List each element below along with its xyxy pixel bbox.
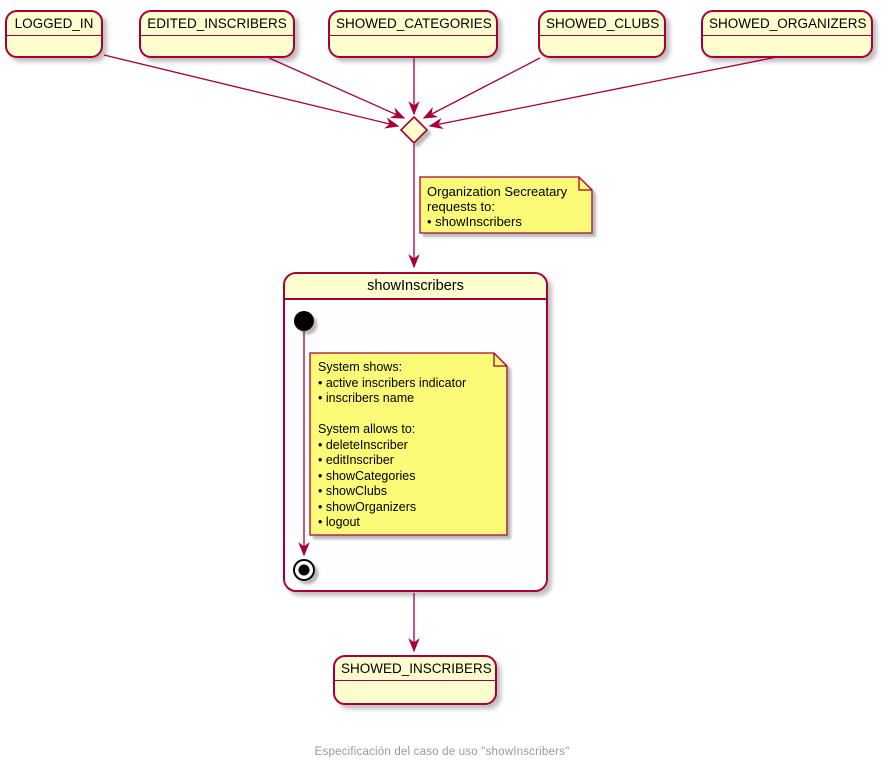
state-showed-organizers: SHOWED_ORGANIZERS: [701, 10, 873, 58]
state-body: [330, 36, 496, 56]
state-showed-categories: SHOWED_CATEGORIES: [328, 10, 498, 58]
state-edited-inscribers: EDITED_INSCRIBERS: [139, 10, 295, 58]
state-logged-in: LOGGED_IN: [5, 10, 103, 58]
composite-state-body: [285, 300, 546, 590]
composite-state-title: showInscribers: [285, 274, 546, 300]
state-label: SHOWED_INSCRIBERS: [335, 657, 495, 681]
state-label: SHOWED_CATEGORIES: [330, 12, 496, 36]
state-body: [540, 36, 664, 56]
state-body: [7, 36, 101, 56]
state-label: SHOWED_ORGANIZERS: [703, 12, 871, 36]
state-body: [335, 681, 495, 703]
state-showed-inscribers: SHOWED_INSCRIBERS: [333, 655, 497, 705]
state-label: SHOWED_CLUBS: [540, 12, 664, 36]
state-label: LOGGED_IN: [7, 12, 101, 36]
state-showed-clubs: SHOWED_CLUBS: [538, 10, 666, 58]
composite-state-showinscribers: showInscribers: [283, 272, 548, 592]
state-label: EDITED_INSCRIBERS: [141, 12, 293, 36]
state-body: [703, 36, 871, 56]
state-body: [141, 36, 293, 56]
